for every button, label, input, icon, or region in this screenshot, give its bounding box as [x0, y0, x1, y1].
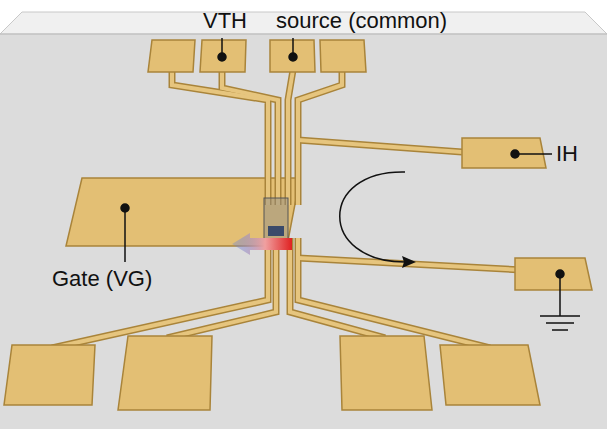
pin-label: IH	[556, 141, 578, 167]
contact-pad	[340, 336, 432, 410]
leader-line	[124, 208, 126, 262]
trace	[52, 70, 522, 348]
current-arrow	[340, 172, 405, 262]
contact-pad	[118, 336, 212, 410]
contact-pad	[200, 40, 246, 72]
contact-pad	[320, 40, 366, 72]
leader-line	[515, 153, 552, 155]
substrate-edge	[0, 34, 607, 35]
pin-label: source (common)	[276, 8, 447, 34]
contact-pad	[148, 40, 195, 72]
heater-pad	[462, 138, 546, 168]
pin-label: Gate (VG)	[52, 266, 152, 292]
leader-line	[221, 38, 223, 57]
trace-outline	[52, 70, 522, 348]
device-channel	[264, 198, 288, 240]
heat-flow-arrow	[232, 233, 292, 255]
ground-symbol	[540, 315, 580, 317]
pin-label: VTH	[203, 8, 247, 34]
contact-pad	[4, 345, 95, 405]
substrate	[0, 34, 607, 429]
ground-symbol	[559, 274, 561, 316]
ground-pad	[515, 258, 592, 290]
ground-symbol	[552, 329, 568, 331]
leader-line	[292, 38, 294, 57]
contact-pad	[440, 345, 540, 405]
ground-symbol	[546, 322, 574, 324]
nanowire	[268, 226, 284, 236]
arrowhead	[402, 256, 416, 268]
